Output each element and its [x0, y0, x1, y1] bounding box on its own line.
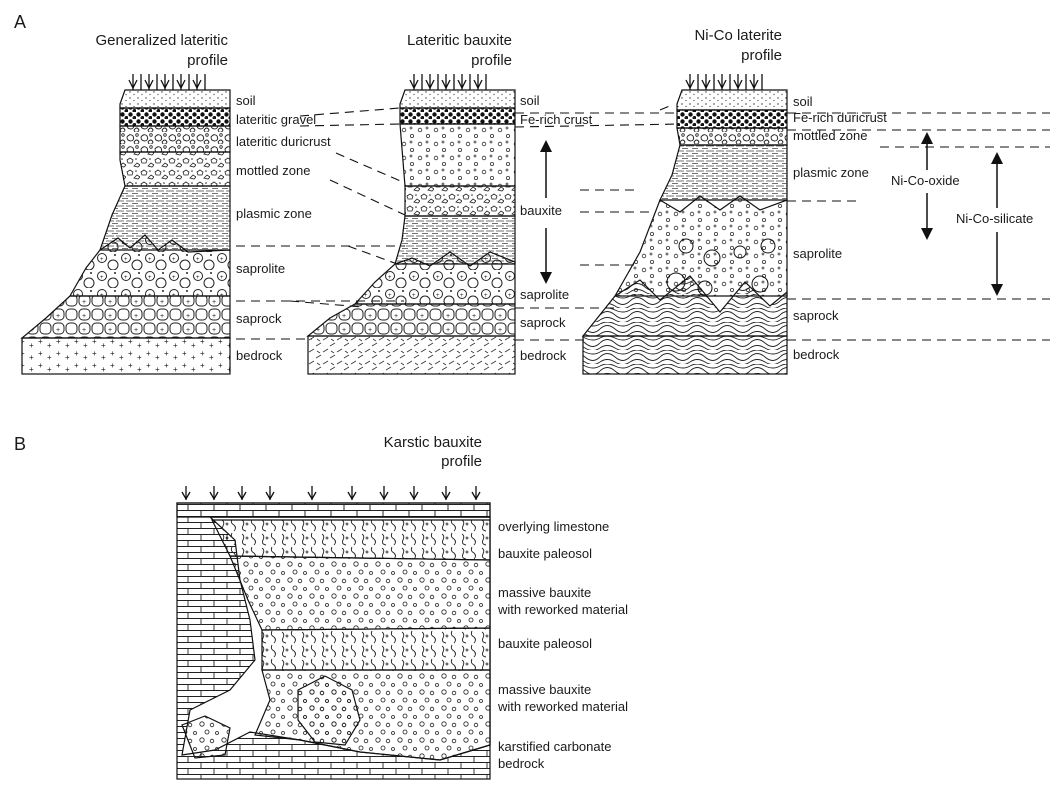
bedrock-layer	[21, 337, 231, 375]
label-bx-soil: soil	[520, 93, 540, 108]
nico-infiltration-arrows	[685, 74, 763, 90]
title-generalized-profile: Generalized lateritic profile	[95, 32, 228, 69]
overlying-limestone-layer	[176, 502, 491, 518]
label-soil: soil	[236, 93, 256, 108]
label-bx-bedrock: bedrock	[520, 348, 567, 363]
label-bauxite-paleosol-lower: bauxite paleosol	[498, 636, 592, 651]
bauxite-paleosol-lower	[261, 627, 491, 671]
title-karstic-bauxite-profile: Karstic bauxite profile	[384, 434, 482, 470]
nico-bedrock-layer	[582, 335, 788, 375]
label-nico-saprolite: saprolite	[793, 246, 842, 261]
karstic-profile-labels: overlying limestone bauxite paleosol mas…	[497, 519, 628, 771]
reworked-boulder-2	[181, 715, 231, 759]
label-massive-bauxite-lower-2: with reworked material	[497, 699, 628, 714]
label-saprock: saprock	[236, 311, 282, 326]
label-bauxite-paleosol-upper: bauxite paleosol	[498, 546, 592, 561]
mottled-zone-layer	[119, 151, 231, 187]
nico-duricrust-layer	[676, 109, 788, 129]
label-karstified-carbonate-2: bedrock	[498, 756, 545, 771]
label-nico-saprock: saprock	[793, 308, 839, 323]
bx-saprolite-layer	[353, 251, 516, 305]
svg-text:Karstic bauxite: Karstic bauxite	[384, 434, 482, 451]
bx-bedrock-layer	[307, 335, 516, 375]
nico-mottled-layer	[676, 127, 788, 146]
bauxite-upper-layer	[399, 123, 516, 187]
correlation-lines-2-3	[514, 104, 681, 341]
soil-layer	[119, 89, 231, 109]
nico-right-dashed-lines	[787, 112, 1050, 341]
label-nico-bedrock: bedrock	[793, 347, 840, 362]
svg-text:profile: profile	[471, 52, 512, 69]
label-saprolite: saprolite	[236, 261, 285, 276]
label-massive-bauxite-upper-2: with reworked material	[497, 602, 628, 617]
svg-text:profile: profile	[441, 453, 482, 470]
svg-text:Ni-Co laterite: Ni-Co laterite	[694, 27, 782, 44]
label-lateritic-gravel: lateritic gravel	[236, 112, 316, 127]
nico-profile-labels: soil Fe-rich duricrust mottled zone plas…	[793, 94, 1033, 362]
label-bedrock: bedrock	[236, 348, 283, 363]
bx-soil-layer	[399, 89, 516, 109]
title-lateritic-bauxite-profile: Lateritic bauxite profile	[407, 32, 512, 69]
nico-saprolite-boulders	[666, 238, 776, 296]
label-overlying-limestone: overlying limestone	[498, 519, 609, 534]
label-bx-saprolite: saprolite	[520, 287, 569, 302]
label-massive-bauxite-upper-1: massive bauxite	[498, 585, 591, 600]
bauxite-paleosol-upper	[211, 519, 491, 561]
label-plasmic-zone: plasmic zone	[236, 206, 312, 221]
nico-range-arrows	[921, 132, 1003, 296]
saprock-layer	[20, 295, 231, 339]
bauxite-profile-column	[306, 74, 516, 375]
infiltration-arrows	[128, 74, 206, 90]
label-nico-soil: soil	[793, 94, 813, 109]
label-ni-co-silicate: Ni-Co-silicate	[956, 211, 1033, 226]
svg-text:profile: profile	[741, 47, 782, 64]
label-karstified-carbonate-1: karstified carbonate	[498, 739, 611, 754]
karstic-profile	[176, 486, 491, 780]
saprolite-layer	[68, 234, 231, 297]
duricrust-layer	[119, 125, 231, 153]
reworked-boulder-1	[297, 675, 361, 746]
nico-plasmic-layer	[659, 144, 788, 201]
label-bx-saprock: saprock	[520, 315, 566, 330]
nico-profile-column	[581, 74, 788, 375]
label-fe-rich-crust: Fe-rich crust	[520, 112, 593, 127]
bauxite-profile-labels: soil Fe-rich crust bauxite saprolite sap…	[520, 93, 593, 363]
label-nico-mottled-zone: mottled zone	[793, 128, 867, 143]
label-lateritic-duricrust: lateritic duricrust	[236, 134, 331, 149]
svg-text:Generalized lateritic: Generalized lateritic	[95, 32, 228, 49]
title-ni-co-laterite-profile: Ni-Co laterite profile	[694, 27, 782, 64]
karst-infiltration-arrows	[181, 486, 481, 501]
panel-a-label: A	[14, 12, 26, 32]
bx-saprock-layer	[306, 303, 516, 337]
fe-rich-crust-layer	[399, 107, 516, 125]
label-bauxite: bauxite	[520, 203, 562, 218]
label-nico-plasmic-zone: plasmic zone	[793, 165, 869, 180]
generalized-profile-labels: soil lateritic gravel lateritic duricrus…	[236, 93, 331, 363]
massive-bauxite-upper	[229, 555, 491, 631]
label-fe-rich-duricrust: Fe-rich duricrust	[793, 110, 887, 125]
label-massive-bauxite-lower-1: massive bauxite	[498, 682, 591, 697]
label-mottled-zone: mottled zone	[236, 163, 310, 178]
bx-infiltration-arrows	[409, 74, 487, 90]
svg-text:Lateritic bauxite: Lateritic bauxite	[407, 32, 512, 49]
nico-saprolite-layer	[613, 195, 788, 297]
svg-text:profile: profile	[187, 52, 228, 69]
bauxite-mottled-layer	[404, 185, 516, 217]
panel-b-label: B	[14, 434, 26, 454]
generalized-profile-column	[20, 74, 231, 375]
nico-soil-layer	[676, 89, 788, 111]
label-ni-co-oxide: Ni-Co-oxide	[891, 173, 960, 188]
lateritic-gravel-layer	[119, 107, 231, 127]
